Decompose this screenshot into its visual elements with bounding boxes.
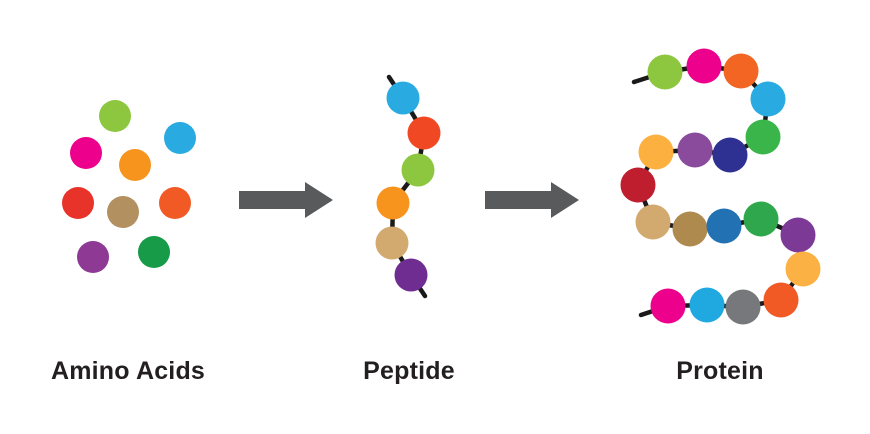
amino-acids-bead-3-magenta <box>70 137 102 169</box>
amino-acids-group <box>62 100 196 273</box>
protein-group <box>620 48 821 325</box>
amino-acids-bead-5-red <box>62 187 94 219</box>
protein-bead-19-magenta-2 <box>650 288 686 324</box>
peptide-bead-4-orange <box>376 186 410 220</box>
protein-bead-6-navy-blue <box>712 137 748 173</box>
amino-acids-bead-2-sky-blue <box>164 122 196 154</box>
protein-bead-12-royal-blue <box>706 208 742 244</box>
protein-bead-2-magenta <box>686 48 722 84</box>
peptide-bead-5-light-tan <box>375 226 409 260</box>
protein-bead-5-green <box>745 119 781 155</box>
peptide-group <box>375 74 441 299</box>
protein-bead-13-green-2 <box>743 201 779 237</box>
protein-bead-18-cyan-blue <box>689 287 725 323</box>
protein-bead-16-orange-red <box>763 282 799 318</box>
amino-acids-bead-9-green <box>138 236 170 268</box>
arrow-amino-to-peptide-icon <box>239 182 333 218</box>
protein-bead-8-golden-yellow <box>638 134 674 170</box>
peptide-bead-1-sky-blue <box>386 81 420 115</box>
protein-bead-3-orange <box>723 53 759 89</box>
amino-acids-bead-6-tan-brown <box>107 196 139 228</box>
protein-bead-15-golden-yellow-2 <box>785 251 821 287</box>
protein-bead-11-brown <box>672 211 708 247</box>
peptide-bead-2-red-orange <box>407 116 441 150</box>
amino-acids-bead-4-orange <box>119 149 151 181</box>
label-amino-acids: Amino Acids <box>50 357 206 385</box>
protein-bead-4-sky-blue <box>750 81 786 117</box>
arrow-peptide-to-protein-icon <box>485 182 579 218</box>
amino-acids-bead-1-lime-green <box>99 100 131 132</box>
peptide-bead-6-violet <box>394 258 428 292</box>
amino-acids-bead-7-orange-red <box>159 187 191 219</box>
protein-bead-1-lime-green <box>647 54 683 90</box>
protein-bead-9-dark-red <box>620 167 656 203</box>
label-protein: Protein <box>676 357 764 385</box>
peptide-bead-3-lime-green <box>401 153 435 187</box>
amino-acids-bead-8-purple <box>77 241 109 273</box>
protein-bead-17-gray <box>725 289 761 325</box>
protein-bead-10-light-tan <box>635 204 671 240</box>
protein-bead-7-purple <box>677 132 713 168</box>
protein-bead-14-purple-2 <box>780 217 816 253</box>
label-peptide: Peptide <box>363 357 455 385</box>
